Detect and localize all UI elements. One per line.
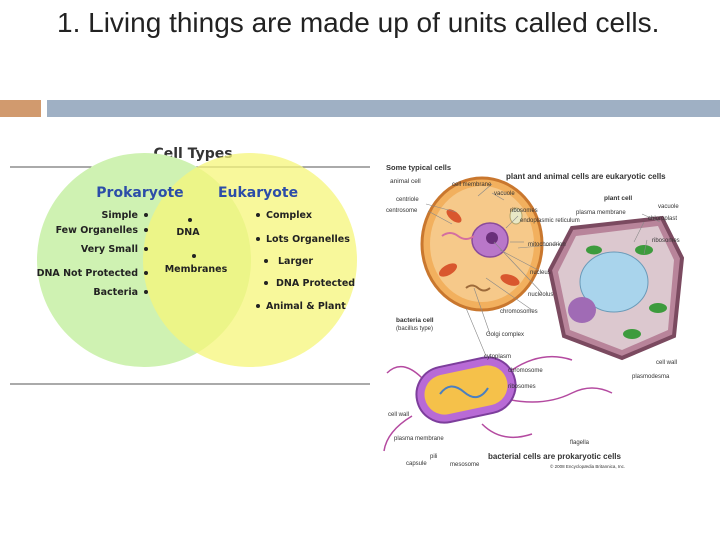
label-mitochondrion: mitochondrion	[528, 242, 566, 248]
slide-title: 1. Living things are made up of units ca…	[57, 7, 660, 38]
label-plasma-membrane-bact: plasma membrane	[394, 436, 444, 442]
plant-cell-drawing	[547, 215, 685, 361]
label-vacuole: vacuole	[494, 191, 515, 197]
label-centrosome: centrosome	[386, 208, 418, 214]
label-flagella: flagella	[570, 440, 590, 446]
prokaryote-heading: Prokaryote	[96, 185, 183, 201]
accent-band-left	[0, 100, 41, 117]
prokaryote-item: Very Small	[81, 244, 138, 255]
bullet	[144, 271, 148, 275]
bullet	[144, 247, 148, 251]
eukaryote-item: Complex	[266, 210, 312, 221]
cells-footer: bacterial cells are prokaryotic cells	[488, 452, 622, 461]
bullet	[188, 218, 192, 222]
label-ribosomes-plant: ribosomes	[652, 238, 680, 244]
label-cell-wall-bact: cell wall	[388, 412, 409, 418]
animal-cell-label: animal cell	[390, 178, 421, 185]
label-er: endoplasmic reticulum	[520, 218, 580, 224]
label-pili: pili	[430, 454, 437, 460]
plant-cell-label: plant cell	[604, 195, 632, 202]
cells-heading-left: Some typical cells	[386, 163, 451, 172]
label-chloroplast: chloroplast	[648, 216, 677, 222]
eukaryote-item: DNA Protected	[276, 278, 355, 289]
typical-cells-illustration: Some typical cells plant and animal cell…	[383, 163, 685, 469]
bullet	[264, 281, 268, 285]
credit-line: © 2008 Encyclopædia Britannica, Inc.	[550, 463, 625, 469]
label-cytoplasm: cytoplasm	[484, 354, 511, 360]
label-mesosome: mesosome	[450, 462, 480, 468]
prokaryote-item: Bacteria	[93, 287, 138, 298]
bacteria-type-label: (bacillus type)	[396, 326, 433, 332]
bullet	[144, 213, 148, 217]
label-ribosomes: ribosomes	[510, 208, 538, 214]
bacterium-drawing	[383, 355, 613, 452]
label-chromosome-bact: chromosome	[508, 368, 543, 374]
bullet	[144, 290, 148, 294]
eukaryote-circle	[143, 153, 357, 367]
bullet	[192, 254, 196, 258]
label-vacuole-plant: vacuole	[658, 204, 679, 210]
prokaryote-item: DNA Not Protected	[37, 268, 138, 279]
label-cell-membrane: cell membrane	[452, 182, 492, 188]
label-plasma-membrane: plasma membrane	[576, 210, 626, 216]
label-nucleus: nucleus	[530, 270, 551, 276]
leader-lines	[425, 183, 661, 357]
eukaryote-item: Lots Organelles	[266, 234, 350, 245]
bullet	[256, 213, 260, 217]
accent-band-right	[47, 100, 720, 117]
label-plasmodesma: plasmodesma	[632, 374, 670, 380]
prokaryote-item: Few Organelles	[56, 225, 139, 236]
label-ribosomes-bact: ribosomes	[508, 384, 536, 390]
label-golgi: Golgi complex	[486, 332, 524, 338]
bullet	[144, 228, 148, 232]
eukaryote-item: Animal & Plant	[266, 301, 346, 312]
eukaryote-heading: Eukaryote	[218, 185, 298, 201]
prokaryote-item: Simple	[102, 210, 139, 221]
cell-types-venn-diagram: Cell Types Prokaryote Eukaryote Simple F…	[10, 146, 370, 385]
cells-heading-right: plant and animal cells are eukaryotic ce…	[506, 172, 666, 181]
label-centriole: centriole	[396, 197, 419, 203]
bacteria-cell-label: bacteria cell	[396, 317, 434, 324]
label-cell-wall: cell wall	[656, 360, 677, 366]
label-capsule: capsule	[406, 461, 427, 467]
bullet	[256, 304, 260, 308]
bullet	[264, 259, 268, 263]
eukaryote-item: Larger	[278, 256, 313, 267]
label-nucleolus: nucleolus	[528, 292, 553, 298]
bullet	[256, 237, 260, 241]
shared-item-membranes: Membranes	[165, 264, 228, 275]
animal-cell-drawing	[420, 176, 544, 312]
shared-item-dna: DNA	[176, 227, 200, 238]
label-chromosomes: chromosomes	[500, 309, 538, 315]
